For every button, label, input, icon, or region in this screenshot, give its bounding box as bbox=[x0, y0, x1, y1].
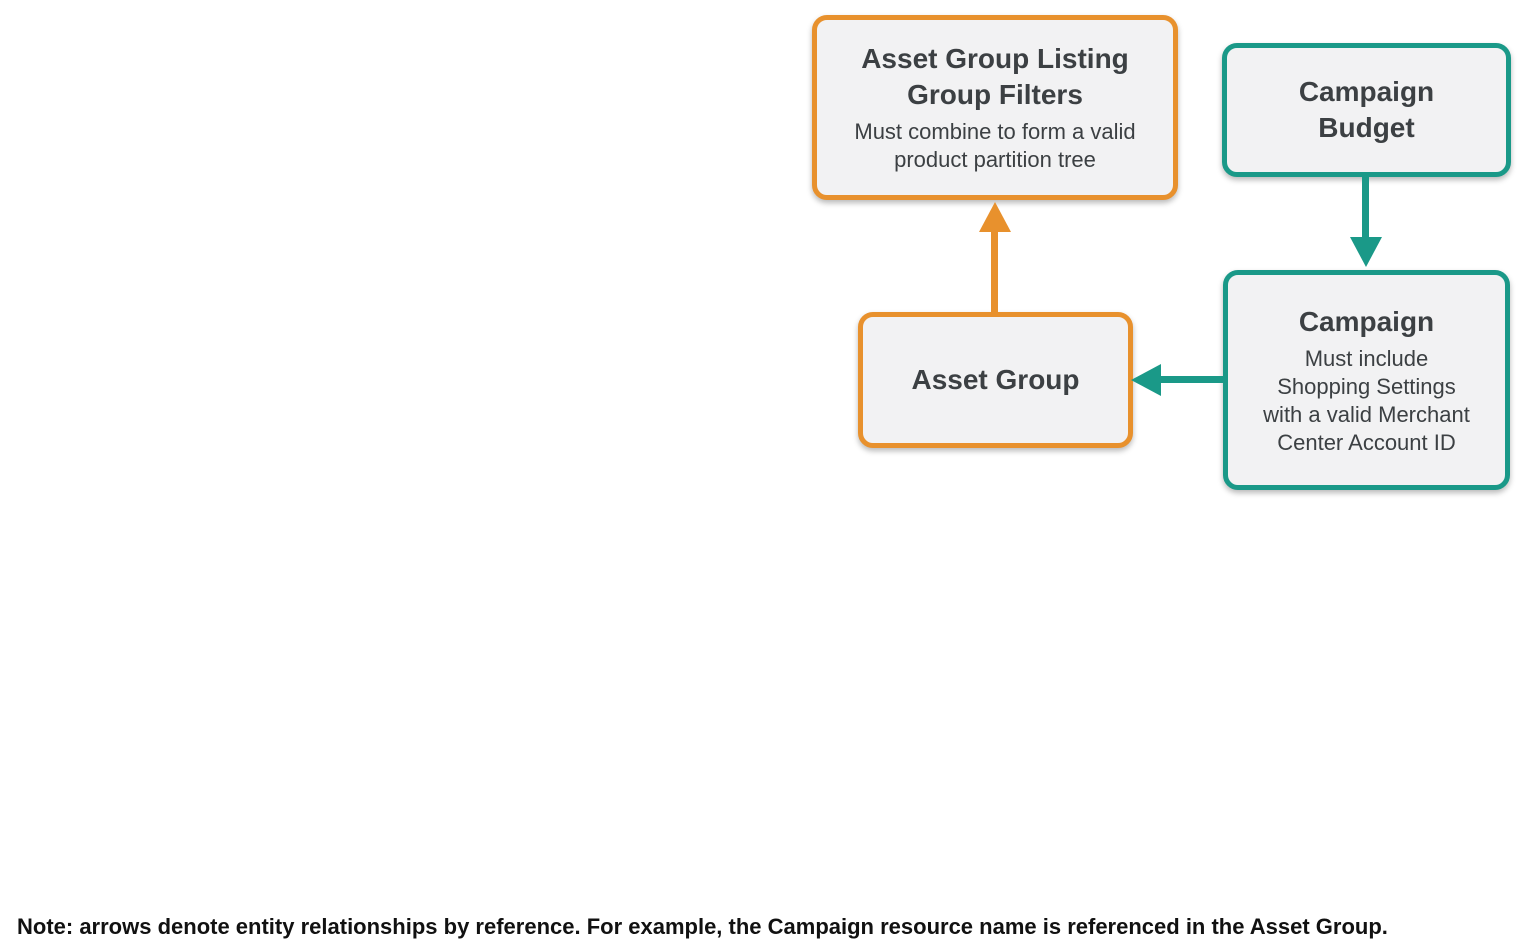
arrowhead-down-icon bbox=[1350, 237, 1382, 267]
node-title: Asset Group bbox=[911, 364, 1080, 395]
arrowhead-up-icon bbox=[979, 202, 1011, 232]
arrowhead-left-icon bbox=[1131, 364, 1161, 396]
node-subtitle: Must include Shopping Settings with a va… bbox=[1263, 345, 1470, 455]
arrow-line bbox=[1362, 177, 1369, 237]
node-title: Asset Group Listing Group Filters bbox=[861, 43, 1129, 110]
node-asset-group: Asset Group bbox=[858, 312, 1133, 448]
node-asset-group-listing-group-filters: Asset Group Listing Group Filters Must c… bbox=[812, 15, 1178, 200]
arrow-line bbox=[991, 231, 998, 312]
node-campaign-budget: Campaign Budget bbox=[1222, 43, 1511, 177]
node-campaign: Campaign Must include Shopping Settings … bbox=[1223, 270, 1510, 490]
arrow-line bbox=[1160, 376, 1223, 383]
footnote: Note: arrows denote entity relationships… bbox=[17, 914, 1388, 939]
node-title: Campaign bbox=[1298, 305, 1435, 337]
node-title: Campaign Budget bbox=[1298, 76, 1435, 143]
node-subtitle: Must combine to form a valid product par… bbox=[854, 119, 1136, 172]
